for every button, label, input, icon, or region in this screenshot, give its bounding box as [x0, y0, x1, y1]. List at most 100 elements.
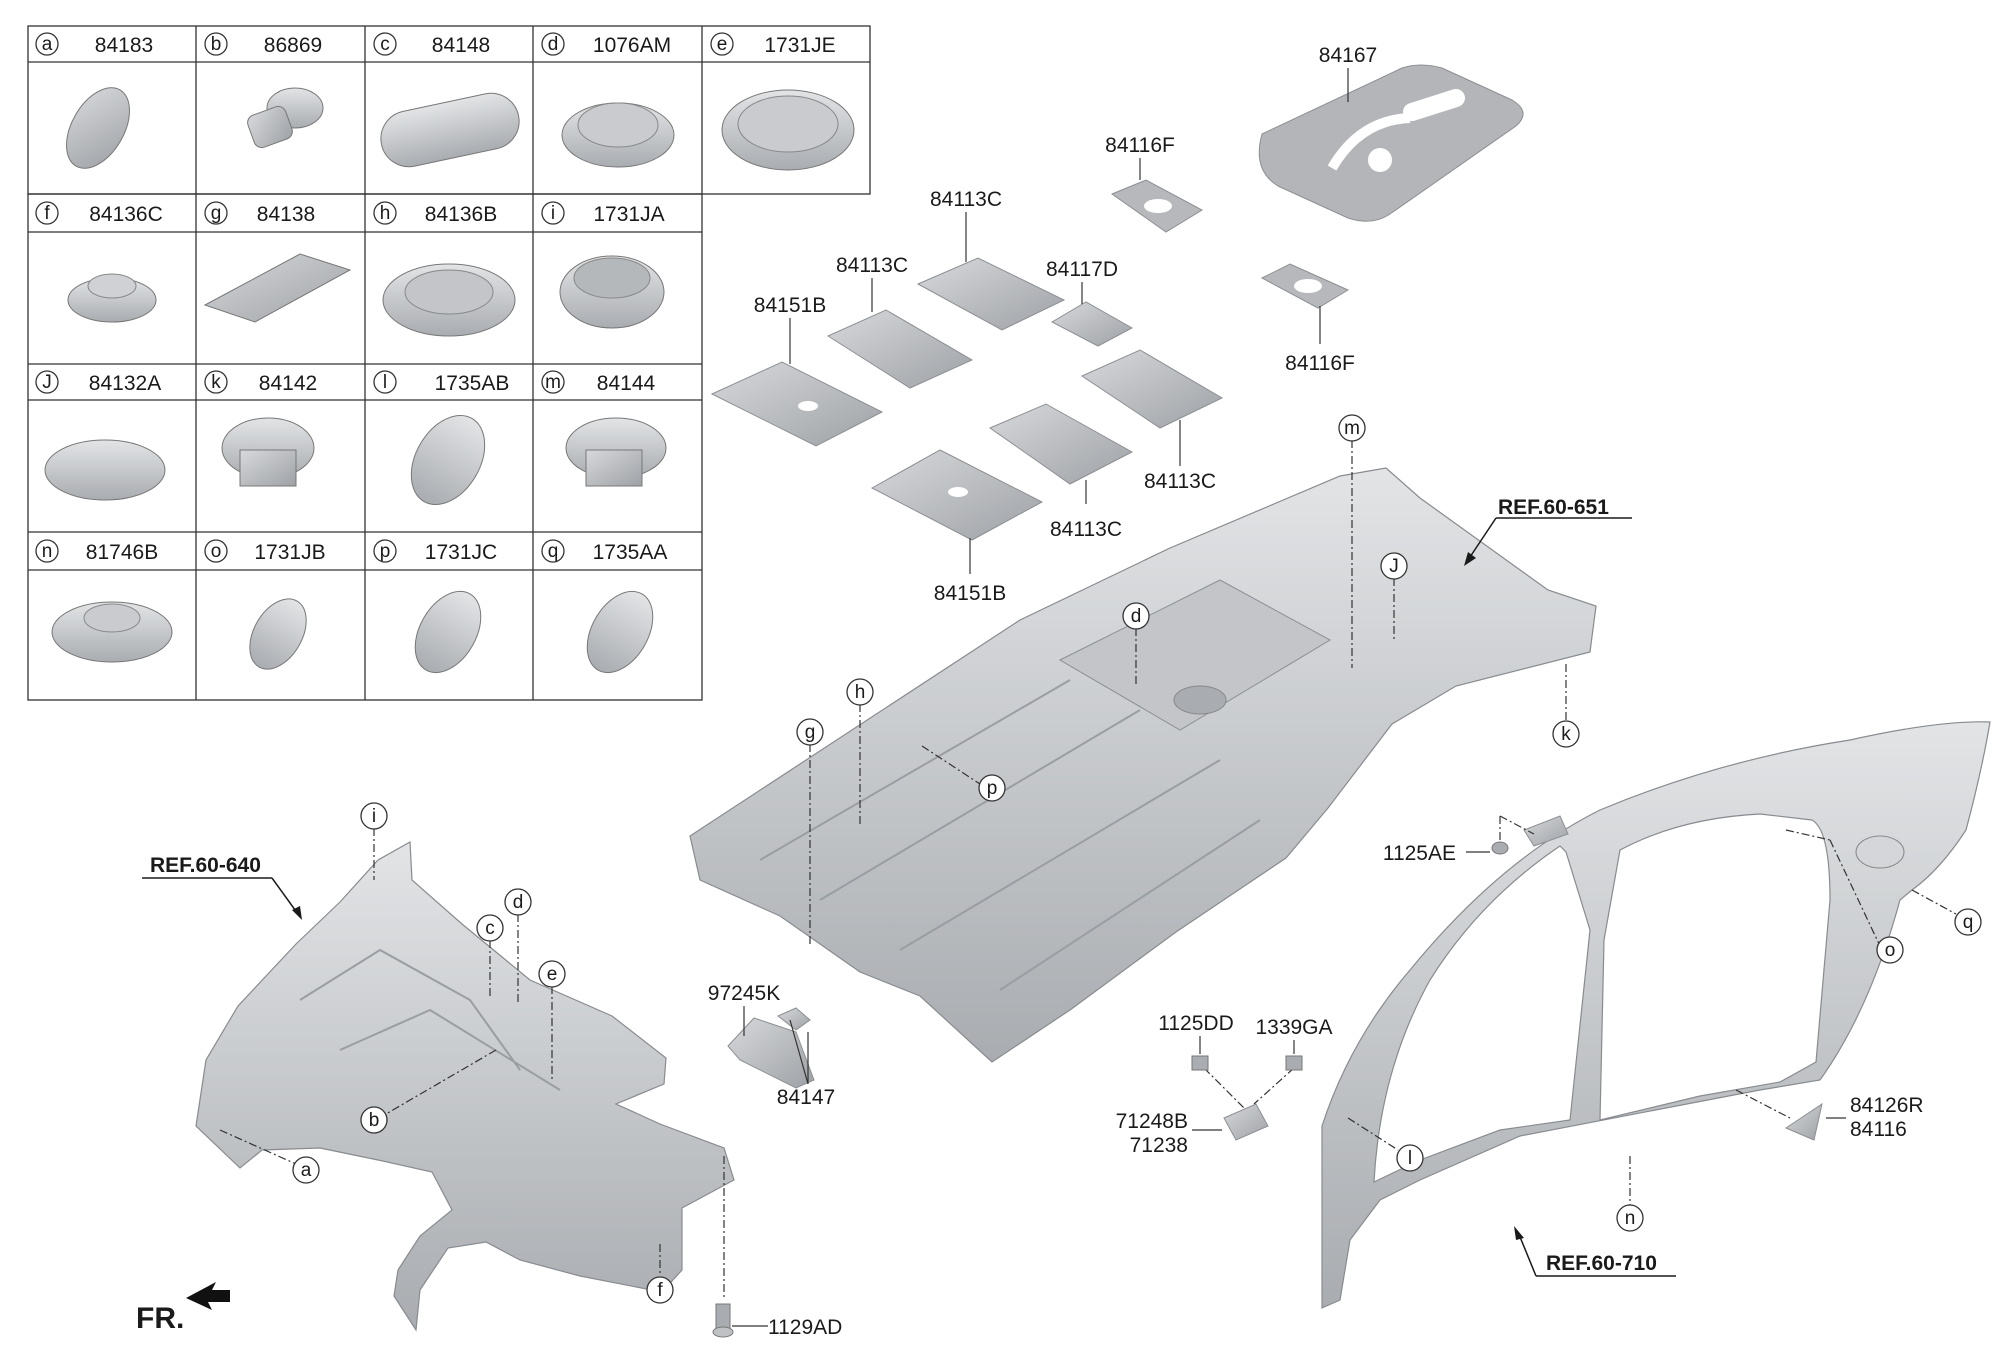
legend-letter: n [42, 541, 53, 562]
svg-text:m: m [1344, 418, 1360, 439]
legend-cell-n: n 81746B [35, 539, 173, 663]
front-label: FR. [136, 1302, 184, 1335]
part-label: 84151B [754, 294, 826, 317]
legend-table [27, 25, 871, 701]
bracket-97245K: 97245K 84147 [708, 982, 835, 1109]
legend-cell-m: m 84144 [541, 370, 667, 487]
legend-part-number: 1731JB [254, 541, 325, 564]
plug-84142-icon [221, 417, 315, 487]
svg-text:o: o [1885, 940, 1896, 961]
svg-text:p: p [987, 778, 998, 799]
plug-1735AB-icon [410, 414, 486, 506]
pad-84138-icon [203, 253, 352, 323]
callout-c: c [476, 914, 504, 996]
floor-pan-assembly [689, 467, 1597, 1063]
clip-86869-icon [247, 87, 324, 149]
pad-84113C-right: 84113C [1080, 349, 1224, 493]
callout-J: J [1380, 552, 1408, 640]
side-outer-panel [1321, 721, 1991, 1309]
callout-o: o [1785, 829, 1904, 964]
svg-text:d: d [1131, 606, 1142, 627]
bracket-71248B: 1125DD 1339GA 71248B 71238 [1116, 1012, 1333, 1157]
ref-label: REF.60-710 [1546, 1252, 1657, 1275]
legend-cell-p: p 1731JC [373, 539, 497, 674]
ref-label: REF.60-640 [150, 854, 261, 877]
legend-part-number: 1735AA [593, 541, 668, 564]
svg-text:i: i [372, 806, 376, 827]
legend-letter: i [551, 203, 555, 224]
legend-part-number: 84142 [259, 372, 317, 395]
front-structure-assembly [195, 841, 735, 1332]
legend-part-number: 1731JE [764, 34, 835, 57]
pad-84116F-top: 84116F [1105, 134, 1204, 233]
legend-part-number: 86869 [264, 34, 322, 57]
callout-e: e [538, 960, 566, 1080]
legend-letter: e [717, 34, 728, 55]
legend-cell-l: l 1735AB [373, 370, 510, 506]
legend-part-number: 1731JA [593, 203, 664, 226]
legend-cell-d: d 1076AM [541, 32, 675, 168]
svg-text:q: q [1963, 912, 1974, 933]
svg-text:J: J [1389, 556, 1399, 577]
legend-part-number: 1735AB [435, 372, 510, 395]
callout-p: p [921, 745, 1006, 802]
callout-h: h [846, 678, 874, 826]
svg-text:b: b [369, 1110, 380, 1131]
bolt-1129AD: 1129AD [712, 1156, 842, 1339]
plug-1731JB-icon [249, 598, 307, 670]
front-arrow-icon [186, 1282, 230, 1310]
pad-84116F-bottom: 84116F [1260, 263, 1355, 375]
legend-cell-J: J 84132A [35, 370, 166, 501]
legend-letter: l [383, 372, 387, 393]
pad-84126R: 84126R 84116 [1735, 1089, 1924, 1141]
plug-84144-icon [565, 417, 667, 487]
svg-text:c: c [485, 918, 495, 939]
legend-letter: J [42, 372, 52, 393]
legend-part-number: 84144 [597, 372, 656, 395]
part-label: 84113C [930, 188, 1002, 211]
svg-text:a: a [301, 1160, 312, 1181]
legend-cell-h: h 84136B [373, 201, 516, 337]
part-label: 71248B [1116, 1110, 1188, 1133]
callout-q: q [1911, 889, 1982, 936]
pad-84167: 84167 [1258, 44, 1524, 222]
callout-a: a [219, 1129, 320, 1184]
part-label: 84167 [1319, 44, 1377, 67]
callout-f: f [646, 1244, 674, 1304]
svg-text:k: k [1561, 724, 1571, 745]
part-label: 84151B [934, 582, 1006, 605]
legend-part-number: 84136C [89, 203, 163, 226]
part-label: 84113C [1050, 518, 1122, 541]
legend-part-number: 1076AM [593, 34, 671, 57]
legend-letter: g [211, 203, 222, 224]
ref-60-710: REF.60-710 [1514, 1226, 1676, 1277]
part-label: 1339GA [1255, 1016, 1332, 1039]
bolt-1125AE: 1125AE [1383, 815, 1569, 865]
pad-84113C-top: 84113C [916, 188, 1066, 331]
legend-cell-k: k 84142 [204, 370, 317, 487]
part-label: 84113C [836, 254, 908, 277]
pad-84113C-left: 84113C [826, 254, 974, 389]
plug-84136C-icon [67, 273, 157, 323]
svg-text:d: d [513, 892, 524, 913]
legend-cell-g: g 84138 [203, 201, 352, 323]
legend-letter: h [380, 203, 391, 224]
plug-84148-icon [380, 92, 520, 168]
part-label: 84147 [777, 1086, 835, 1109]
part-label: 84117D [1046, 258, 1118, 281]
svg-text:g: g [805, 722, 816, 743]
ref-label: REF.60-651 [1498, 496, 1609, 519]
plug-84183-icon [66, 87, 130, 169]
svg-text:h: h [855, 682, 866, 703]
svg-text:f: f [657, 1280, 663, 1301]
part-label: 84113C [1144, 470, 1216, 493]
legend-cell-i: i 1731JA [541, 201, 665, 329]
legend-cell-e: e 1731JE [710, 32, 855, 171]
callout-d-floor: d [1122, 602, 1150, 684]
legend-letter: d [548, 34, 559, 55]
callout-b: b [360, 1049, 497, 1134]
callout-k: k [1552, 664, 1580, 748]
svg-text:e: e [547, 964, 558, 985]
plug-1731JA-icon [559, 255, 665, 329]
legend-cell-q: q 1735AA [541, 539, 668, 674]
